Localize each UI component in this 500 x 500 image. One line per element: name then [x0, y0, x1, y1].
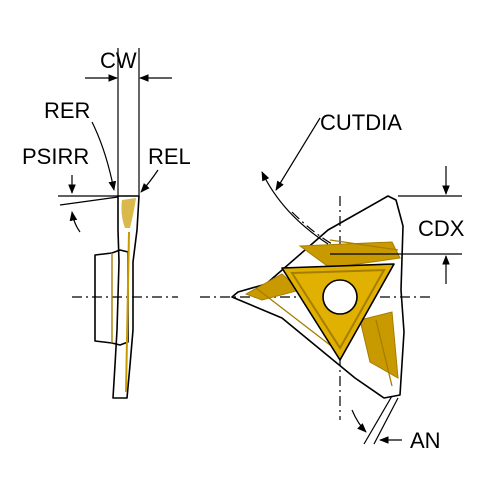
psirr-arrow-bottom	[69, 211, 81, 233]
front-view	[200, 117, 462, 445]
side-view	[58, 48, 178, 399]
an-line-1	[363, 395, 393, 445]
cutdia-arc-dash	[291, 211, 333, 245]
insert-inner-triangle-edge	[290, 268, 386, 350]
insert-facet-line-3	[375, 319, 393, 387]
insert-facet-line-2	[255, 287, 331, 346]
side-view-blade-shade-line	[125, 231, 130, 393]
cutdia-arc	[261, 171, 329, 245]
an-arrow-left	[351, 409, 367, 433]
insert-facet-bottom	[359, 311, 399, 379]
rel-leader	[140, 169, 159, 193]
side-view-blade	[112, 195, 140, 399]
cutdia-leader	[275, 117, 321, 191]
label-psirr: PSIRR	[22, 144, 89, 169]
label-rer: RER	[44, 98, 90, 123]
psirr-angle-line	[59, 196, 119, 206]
rer-leader	[91, 121, 117, 191]
label-cdx: CDX	[418, 216, 465, 241]
label-cw: CW	[100, 48, 137, 73]
an-line-2	[373, 397, 399, 445]
side-view-body	[94, 249, 129, 346]
insert-facet-top	[298, 241, 401, 269]
label-an: AN	[410, 428, 441, 453]
label-cutdia: CUTDIA	[320, 110, 402, 135]
label-rel: REL	[148, 144, 191, 169]
side-view-blade-shade	[121, 198, 136, 228]
insert-facet-line-1	[329, 239, 399, 251]
insert-center-hole	[322, 279, 358, 315]
